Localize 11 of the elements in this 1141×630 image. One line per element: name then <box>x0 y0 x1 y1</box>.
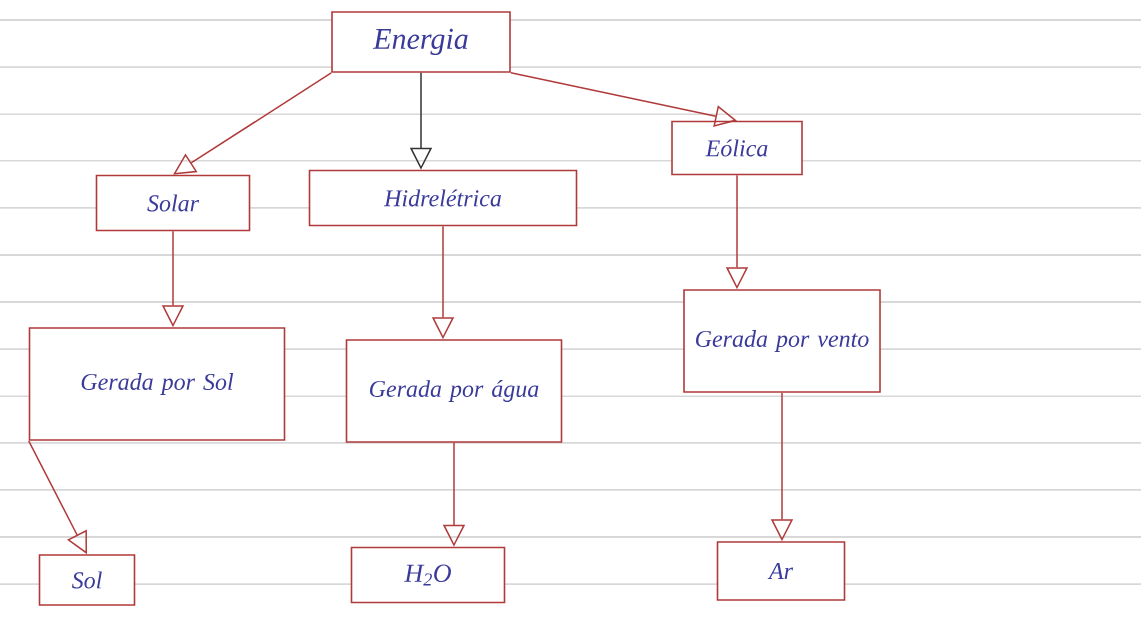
concept-box: Ar <box>716 541 846 601</box>
concept-box: H$_{2}$O <box>350 546 506 604</box>
concept-box: Gerada por água <box>345 339 563 443</box>
concept-box: Sol <box>38 554 136 606</box>
concept-box: Gerada por Sol <box>28 327 286 441</box>
concept-box: Gerada por vento <box>683 289 881 393</box>
concept-box: Eólica <box>671 120 803 176</box>
concept-box: Energia <box>331 11 511 73</box>
concept-box: Hidrelétrica <box>308 169 578 227</box>
concept-box: Solar <box>95 174 251 232</box>
arrow <box>173 72 332 175</box>
